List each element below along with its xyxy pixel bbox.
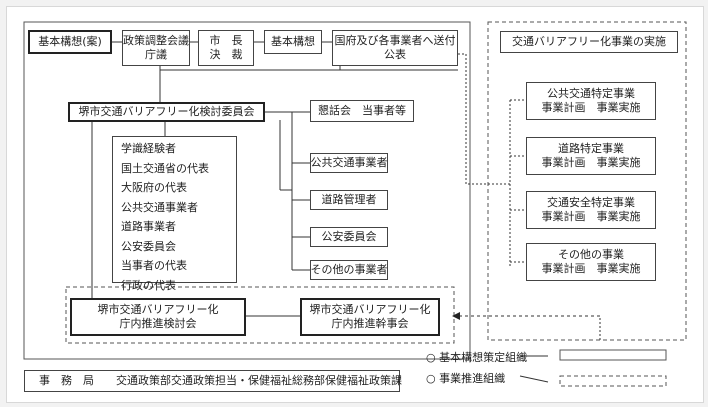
basic-plan-label: 基本構想	[271, 35, 315, 48]
feedback-arrow-head	[452, 312, 460, 320]
project-box: 交通安全特定事業 事業計画 事業実施	[526, 191, 656, 229]
stakeholder-label: 公共交通事業者	[310, 156, 388, 169]
stakeholder-box: 公共交通事業者	[310, 153, 388, 173]
policy-council-line2: 庁議	[145, 48, 167, 61]
internal-review-line2: 庁内推進検討会	[119, 317, 197, 330]
draft-plan-label: 基本構想(案)	[38, 35, 102, 48]
secretariat-box: 事 務 局 交通政策部交通政策担当・保健福祉総務部保健福祉政策課	[24, 370, 402, 392]
stakeholder-box: 道路管理者	[310, 190, 388, 210]
member-item: 大阪府の代表	[121, 181, 187, 194]
member-item: 道路事業者	[121, 220, 176, 233]
stakeholder-label: 道路管理者	[321, 193, 377, 206]
project-box: 道路特定事業 事業計画 事業実施	[526, 137, 656, 175]
secretariat-text: 交通政策部交通政策担当・保健福祉総務部保健福祉政策課	[116, 374, 402, 387]
committee-title-box: 堺市交通バリアフリー化検討委員会	[68, 102, 265, 122]
project-name: 公共交通特定事業	[547, 87, 635, 100]
legend-planning: ○ 基本構想策定組織	[426, 349, 527, 365]
draft-plan-box: 基本構想(案)	[28, 30, 112, 54]
member-item: 学識経験者	[121, 142, 176, 155]
legend-bullet-icon: ○	[426, 372, 440, 385]
internal-secretary-line1: 堺市交通バリアフリー化	[309, 303, 431, 316]
internal-secretary-line2: 庁内推進幹事会	[331, 317, 409, 330]
legend-dashed-swatch	[559, 375, 667, 387]
legend-solid-swatch	[559, 349, 667, 361]
policy-council-box: 政策調整会議 庁議	[122, 30, 190, 66]
member-item: 当事者の代表	[121, 259, 187, 272]
project-name: その他の事業	[558, 248, 624, 261]
dispatch-arrow-line	[458, 53, 510, 185]
stakeholder-box: 公安委員会	[310, 227, 388, 247]
stakeholder-label: その他の事業者	[310, 263, 388, 276]
project-steps: 事業計画 事業実施	[541, 262, 641, 275]
project-name: 道路特定事業	[558, 142, 624, 155]
internal-secretary-box: 堺市交通バリアフリー化 庁内推進幹事会	[300, 298, 440, 336]
project-name: 交通安全特定事業	[547, 196, 635, 209]
member-item: 国土交通省の代表	[121, 161, 209, 175]
basic-plan-box: 基本構想	[264, 30, 322, 54]
mayor-approval-box: 市 長 決 裁	[198, 30, 254, 66]
stakeholder-label: 公安委員会	[321, 230, 377, 243]
internal-review-line1: 堺市交通バリアフリー化	[97, 303, 219, 316]
member-item: 行政の代表	[121, 278, 176, 292]
policy-council-line1: 政策調整会議	[123, 34, 189, 47]
stakeholder-label: 懇話会 当事者等	[318, 104, 406, 117]
project-steps: 事業計画 事業実施	[541, 101, 641, 114]
dispatch-box: 国府及び各事業者へ送付 公表	[332, 30, 458, 66]
implementation-title: 交通バリアフリー化事業の実施	[512, 35, 666, 48]
member-item: 公安委員会	[121, 239, 176, 253]
implementation-title-box: 交通バリアフリー化事業の実施	[500, 31, 678, 53]
legend-bullet-icon: ○	[426, 351, 440, 364]
internal-review-box: 堺市交通バリアフリー化 庁内推進検討会	[70, 298, 246, 336]
planning-region	[23, 21, 471, 360]
legend-promotion-label: 事業推進組織	[439, 372, 506, 385]
dispatch-line1: 国府及び各事業者へ送付	[334, 34, 456, 47]
mayor-line2: 決 裁	[209, 48, 243, 61]
legend-planning-label: 基本構想策定組織	[439, 351, 528, 364]
mayor-line1: 市 長	[209, 34, 243, 47]
legend-promotion: ○ 事業推進組織	[426, 370, 505, 386]
committee-members-box: 学識経験者 国土交通省の代表 大阪府の代表 公共交通事業者 道路事業者 公安委員…	[112, 136, 237, 292]
project-box: その他の事業 事業計画 事業実施	[526, 243, 656, 281]
implementation-region	[487, 21, 687, 341]
project-steps: 事業計画 事業実施	[541, 210, 641, 223]
project-steps: 事業計画 事業実施	[541, 156, 641, 169]
member-item: 公共交通事業者	[121, 200, 198, 214]
stakeholder-box: 懇話会 当事者等	[310, 100, 414, 122]
dispatch-line2: 公表	[384, 48, 406, 61]
project-box: 公共交通特定事業 事業計画 事業実施	[526, 82, 656, 120]
stakeholder-box: その他の事業者	[310, 260, 388, 280]
committee-title: 堺市交通バリアフリー化検討委員会	[78, 105, 255, 118]
secretariat-label: 事 務 局	[39, 374, 94, 387]
